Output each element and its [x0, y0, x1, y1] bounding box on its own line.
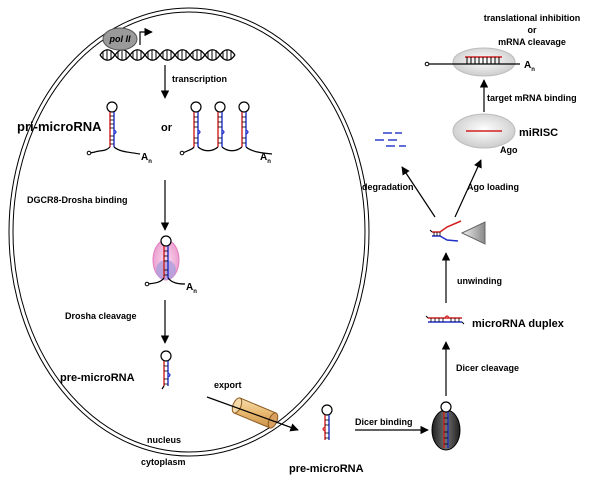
export-label: export: [214, 380, 242, 390]
tss-arrow: [139, 27, 153, 45]
export-arrow: [206, 396, 299, 432]
svg-text:translational inhibition: translational inhibition: [484, 13, 581, 23]
nucleus-label: nucleus: [147, 435, 181, 445]
microprocessor-complex: [144, 235, 186, 287]
ago-cone: [460, 221, 486, 245]
microrna-duplex-label: microRNA duplex: [472, 318, 565, 330]
dicer-binding-label: Dicer binding: [355, 417, 413, 427]
mirisc-complex: [452, 113, 516, 149]
cytoplasm-label: cytoplasm: [141, 457, 186, 467]
pre-microrna-cytoplasm: [321, 404, 333, 440]
polya-tail-1: An: [141, 152, 152, 165]
or-label: or: [161, 122, 173, 134]
target-mrna-binding-label: target mRNA binding: [487, 93, 577, 103]
pri-microrna-label: pri-microRNA: [17, 119, 102, 134]
ago-label: Ago: [500, 145, 518, 155]
pol-ii-blob: [102, 27, 138, 51]
transcription-label: transcription: [172, 74, 227, 84]
pre-microrna-nucleus: [160, 350, 172, 390]
svg-text:or: or: [528, 25, 537, 35]
pri-microrna-single-hairpin: [86, 101, 141, 156]
cluster-hairpin-1: [190, 101, 202, 147]
pre-microrna-cytoplasm-label: pre-microRNA: [289, 463, 364, 475]
dgcr8-drosha-binding-label: DGCR8-Drosha binding: [27, 195, 128, 205]
microrna-duplex: [425, 315, 465, 325]
ago-loading-arrow: [454, 159, 482, 218]
degradation-label: degradation: [362, 182, 414, 192]
dicer-complex: [431, 401, 461, 451]
nucleus-membrane: [8, 7, 370, 457]
drosha-cleavage-label: Drosha cleavage: [65, 311, 137, 321]
degraded-strand: [375, 132, 406, 147]
target-mrna-complex: [424, 47, 520, 77]
polya-tail-3: An: [186, 282, 197, 295]
exportin-pore: [231, 397, 279, 429]
pol-ii-label: pol II: [109, 34, 131, 44]
outcome-label: translational inhibition or mRNA cleavag…: [484, 13, 581, 47]
unwinding-intermediate: [429, 220, 486, 245]
cluster-hairpin-2: [214, 101, 226, 147]
degradation-arrow: [401, 166, 436, 218]
cluster-hairpin-3: [238, 101, 250, 147]
dicer-cleavage-label: Dicer cleavage: [456, 363, 519, 373]
pre-microrna-nucleus-label: pre-microRNA: [60, 372, 135, 384]
polya-tail-2: An: [260, 152, 271, 165]
polya-tail-4: An: [524, 60, 535, 73]
mirisc-label: miRISC: [519, 127, 558, 139]
unwinding-label: unwinding: [457, 276, 502, 286]
dna-helix: [99, 49, 236, 61]
pri-microrna-cluster: [179, 101, 273, 156]
ago-loading-label: Ago loading: [467, 182, 519, 192]
svg-text:mRNA cleavage: mRNA cleavage: [498, 37, 566, 47]
